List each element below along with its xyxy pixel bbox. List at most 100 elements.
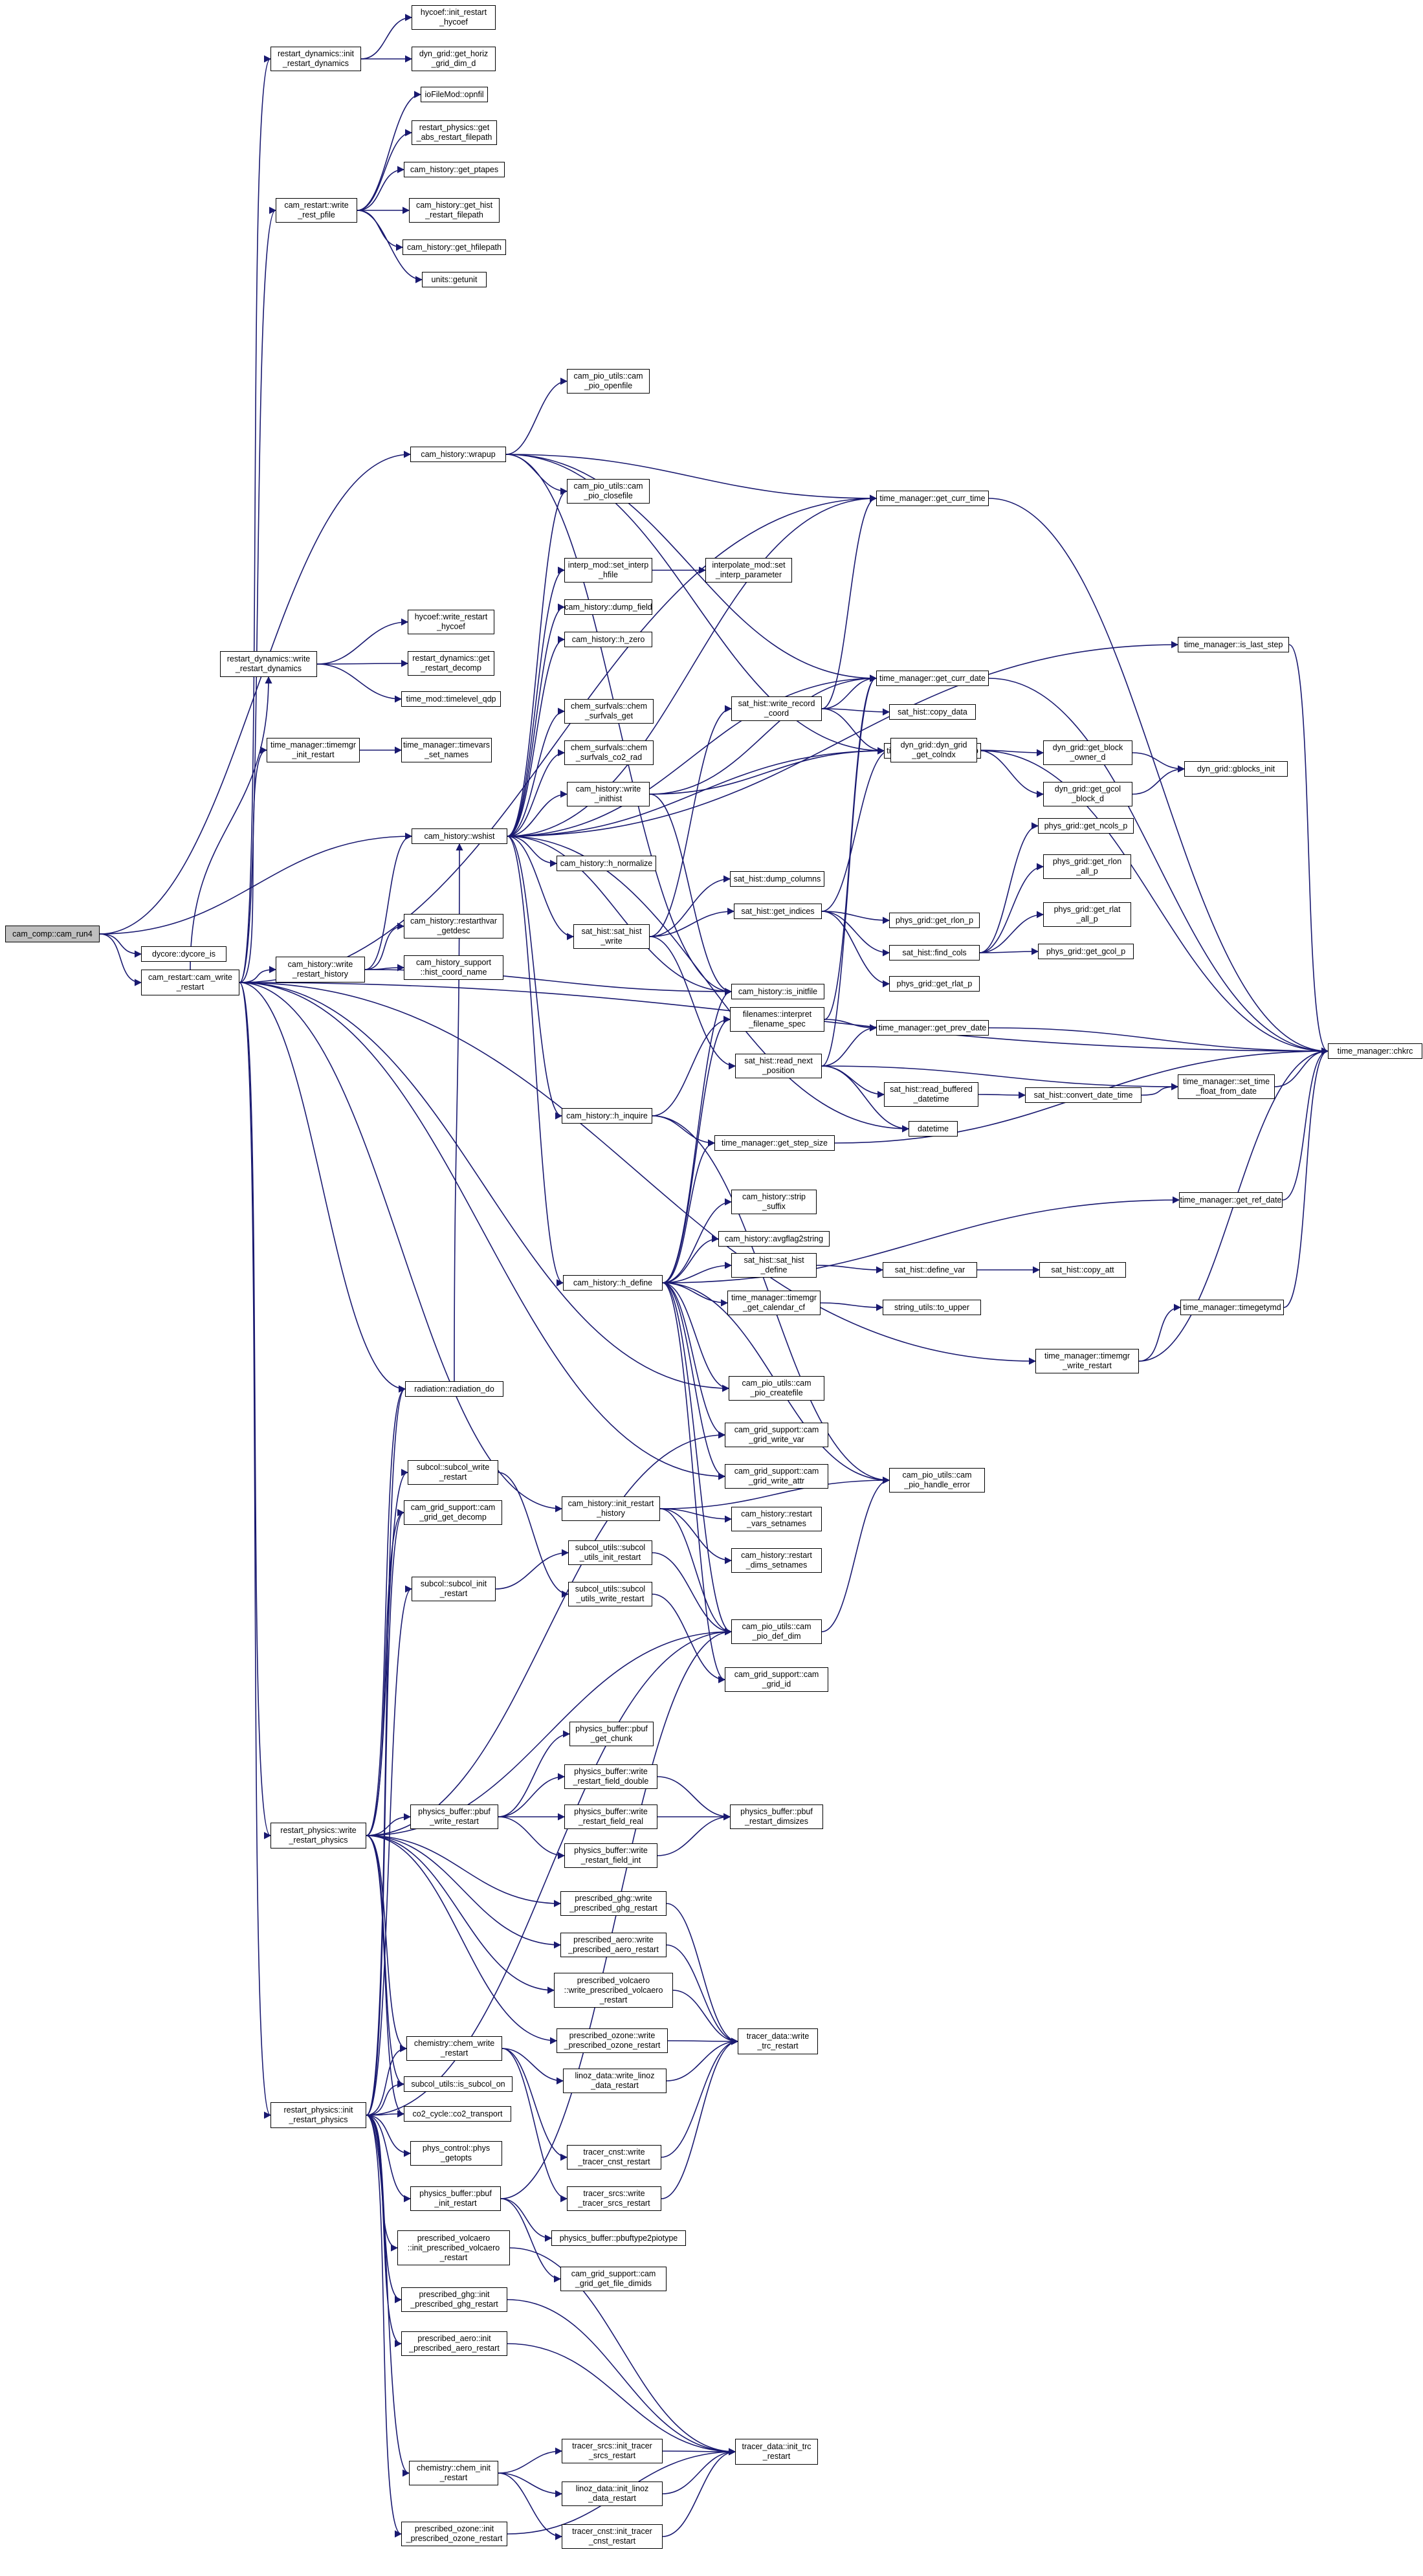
node-rp-init-restart-physics[interactable]: restart_physics::init _restart_physics <box>270 2102 366 2128</box>
node-chem-init-restart[interactable]: chemistry::chem_init _restart <box>409 2461 498 2485</box>
node-ch-wshist[interactable]: cam_history::wshist <box>412 828 507 844</box>
node-ch-h-zero[interactable]: cam_history::h_zero <box>564 632 652 647</box>
node-sh-sat-hist-define[interactable]: sat_hist::sat_hist _define <box>731 1253 817 1278</box>
node-pvolc-write-restart[interactable]: prescribed_volcaero ::write_prescribed_v… <box>554 1973 673 2008</box>
node-rd-write-restart-dynamics[interactable]: restart_dynamics::write _restart_dynamic… <box>220 651 317 677</box>
node-cpu-createfile[interactable]: cam_pio_utils::cam _pio_createfile <box>729 1376 824 1401</box>
node-datetime[interactable]: datetime <box>909 1121 958 1137</box>
node-ch-write-restart-history[interactable]: cam_history::write _restart_history <box>276 957 365 983</box>
node-sh-convert-date-time[interactable]: sat_hist::convert_date_time <box>1025 1087 1142 1103</box>
node-rd-get-restart-decomp[interactable]: restart_dynamics::get _restart_decomp <box>408 651 494 676</box>
node-pb-get-chunk[interactable]: physics_buffer::pbuf _get_chunk <box>569 1722 654 1746</box>
node-cgs-get-decomp[interactable]: cam_grid_support::cam _grid_get_decomp <box>404 1500 502 1525</box>
node-ch-is-initfile[interactable]: cam_history::is_initfile <box>731 984 824 999</box>
node-cam-run4[interactable]: cam_comp::cam_run4 <box>5 926 100 942</box>
node-tm-get-curr-time[interactable]: time_manager::get_curr_time <box>876 491 989 506</box>
node-tm-get-ref-date[interactable]: time_manager::get_ref_date <box>1179 1192 1283 1208</box>
node-rd-init-restart-dynamics[interactable]: restart_dynamics::init _restart_dynamics <box>270 47 361 71</box>
node-linoz-init-restart[interactable]: linoz_data::init_linoz _data_restart <box>562 2482 663 2506</box>
node-sh-define-var[interactable]: sat_hist::define_var <box>883 1262 977 1278</box>
node-ch-restart-dims-setnames[interactable]: cam_history::restart _dims_setnames <box>731 1548 822 1573</box>
node-chem-write-restart[interactable]: chemistry::chem_write _restart <box>406 2036 502 2061</box>
node-pghg-write-restart[interactable]: prescribed_ghg::write _prescribed_ghg_re… <box>560 1891 667 1916</box>
node-cam-write-restart[interactable]: cam_restart::cam_write _restart <box>141 970 239 995</box>
node-sh-copy-att[interactable]: sat_hist::copy_att <box>1039 1262 1126 1278</box>
node-pg-get-ncols-p[interactable]: phys_grid::get_ncols_p <box>1038 818 1134 834</box>
node-dyn-grid-get-horiz[interactable]: dyn_grid::get_horiz _grid_dim_d <box>412 47 496 71</box>
node-time-mod-timelevel-qdp[interactable]: time_mod::timelevel_qdp <box>401 691 501 707</box>
node-pb-pbuf-init-restart[interactable]: physics_buffer::pbuf _init_restart <box>410 2186 501 2211</box>
node-cpu-openfile[interactable]: cam_pio_utils::cam _pio_openfile <box>567 369 650 394</box>
node-ioFileMod-opnfil[interactable]: ioFileMod::opnfil <box>421 87 488 102</box>
node-sh-read-buffered-datetime[interactable]: sat_hist::read_buffered _datetime <box>884 1082 978 1107</box>
node-pvolc-init-restart[interactable]: prescribed_volcaero ::init_prescribed_vo… <box>397 2230 510 2265</box>
node-pg-get-rlon-all-p[interactable]: phys_grid::get_rlon _all_p <box>1043 854 1131 879</box>
node-ch-restart-vars-setnames[interactable]: cam_history::restart _vars_setnames <box>731 1507 822 1531</box>
node-linoz-write-restart[interactable]: linoz_data::write_linoz _data_restart <box>563 2069 667 2093</box>
node-write-rest-pfile[interactable]: cam_restart::write _rest_pfile <box>276 198 357 223</box>
node-su-subcol-utils-write-restart[interactable]: subcol_utils::subcol _utils_write_restar… <box>568 1582 652 1606</box>
node-pg-get-rlat-p[interactable]: phys_grid::get_rlat_p <box>889 976 980 992</box>
node-pb-write-restart-field-int[interactable]: physics_buffer::write _restart_field_int <box>564 1843 657 1868</box>
node-ch-h-inquire[interactable]: cam_history::h_inquire <box>562 1108 652 1124</box>
node-ch-init-restart-history[interactable]: cam_history::init_restart _history <box>562 1496 660 1521</box>
node-ch-write-inithist[interactable]: cam_history::write _inithist <box>567 782 650 806</box>
node-paero-init-restart[interactable]: prescribed_aero::init _prescribed_aero_r… <box>401 2331 507 2356</box>
node-interpolate-set-interp-parameter[interactable]: interpolate_mod::set _interp_parameter <box>705 558 792 583</box>
node-td-write-trc-restart[interactable]: tracer_data::write _trc_restart <box>738 2028 818 2054</box>
node-rp-write-restart-physics[interactable]: restart_physics::write _restart_physics <box>270 1823 366 1849</box>
node-dg-gblocks-init[interactable]: dyn_grid::gblocks_init <box>1184 761 1288 777</box>
node-sh-copy-data[interactable]: sat_hist::copy_data <box>889 704 976 720</box>
node-tm-timemgr-get-calendar-cf[interactable]: time_manager::timemgr _get_calendar_cf <box>727 1291 821 1315</box>
node-dycore-is[interactable]: dycore::dycore_is <box>141 946 226 962</box>
node-tm-get-curr-date[interactable]: time_manager::get_curr_date <box>876 671 989 686</box>
node-rad-radiation-do[interactable]: radiation::radiation_do <box>405 1381 503 1397</box>
node-dg-get-block-owner-d[interactable]: dyn_grid::get_block _owner_d <box>1043 740 1132 765</box>
node-csv-chem-surfvals-get[interactable]: chem_surfvals::chem _surfvals_get <box>564 699 654 724</box>
node-cgs-get-file-dimids[interactable]: cam_grid_support::cam _grid_get_file_dim… <box>560 2267 667 2291</box>
node-tm-is-last-step[interactable]: time_manager::is_last_step <box>1178 637 1289 652</box>
node-ch-strip-suffix[interactable]: cam_history::strip _suffix <box>731 1190 817 1214</box>
node-co2-cycle-co2-transport[interactable]: co2_cycle::co2_transport <box>404 2106 511 2122</box>
node-cpu-handle-error[interactable]: cam_pio_utils::cam _pio_handle_error <box>889 1468 985 1493</box>
node-hycoef-write-restart[interactable]: hycoef::write_restart _hycoef <box>408 610 494 634</box>
node-tm-get-prev-date[interactable]: time_manager::get_prev_date <box>876 1020 989 1036</box>
node-pg-get-gcol-p[interactable]: phys_grid::get_gcol_p <box>1038 944 1134 959</box>
node-cgs-grid-id[interactable]: cam_grid_support::cam _grid_id <box>725 1667 828 1692</box>
node-tm-timemgr-init-restart[interactable]: time_manager::timemgr _init_restart <box>267 738 360 762</box>
node-subcol-write-restart[interactable]: subcol::subcol_write _restart <box>408 1460 498 1485</box>
node-cpu-def-dim[interactable]: cam_pio_utils::cam _pio_def_dim <box>731 1619 822 1644</box>
node-tm-timegetymd[interactable]: time_manager::timegetymd <box>1180 1300 1284 1315</box>
node-ch-avgflag2string[interactable]: cam_history::avgflag2string <box>718 1231 830 1247</box>
node-pb-write-restart-field-real[interactable]: physics_buffer::write _restart_field_rea… <box>564 1804 657 1829</box>
node-sh-read-next-position[interactable]: sat_hist::read_next _position <box>735 1054 822 1078</box>
node-tm-timemgr-write-restart[interactable]: time_manager::timemgr _write_restart <box>1035 1349 1139 1373</box>
node-tsrcs-write-restart[interactable]: tracer_srcs::write _tracer_srcs_restart <box>567 2186 661 2211</box>
node-ch-support-hist-coord-name[interactable]: cam_history_support ::hist_coord_name <box>404 955 503 980</box>
node-tm-set-time-float-from-date[interactable]: time_manager::set_time _float_from_date <box>1178 1074 1275 1099</box>
node-tm-get-step-size[interactable]: time_manager::get_step_size <box>714 1135 835 1151</box>
node-dg-get-colndx[interactable]: dyn_grid::dyn_grid _get_colndx <box>890 738 977 762</box>
node-ch-wrapup[interactable]: cam_history::wrapup <box>410 447 506 462</box>
node-fn-interpret-filename-spec[interactable]: filenames::interpret _filename_spec <box>730 1007 824 1032</box>
node-pc-phys-getopts[interactable]: phys_control::phys _getopts <box>410 2141 502 2166</box>
node-pg-get-rlat-all-p[interactable]: phys_grid::get_rlat _all_p <box>1043 902 1131 927</box>
node-hycoef-init-restart[interactable]: hycoef::init_restart _hycoef <box>412 5 496 30</box>
node-interp-set-interp-hfile[interactable]: interp_mod::set_interp _hfile <box>564 558 652 583</box>
node-pb-write-restart-field-double[interactable]: physics_buffer::write _restart_field_dou… <box>564 1764 657 1789</box>
node-sh-dump-columns[interactable]: sat_hist::dump_columns <box>730 871 824 887</box>
node-tm-timevars-set-names[interactable]: time_manager::timevars _set_names <box>401 738 492 762</box>
node-sh-find-cols[interactable]: sat_hist::find_cols <box>889 945 980 960</box>
node-dg-get-gcol-block-d[interactable]: dyn_grid::get_gcol _block_d <box>1043 782 1132 806</box>
node-ch-get-hfilepath[interactable]: cam_history::get_hfilepath <box>403 239 506 255</box>
node-subcol-init-restart[interactable]: subcol::subcol_init _restart <box>412 1577 496 1601</box>
node-td-init-trc-restart[interactable]: tracer_data::init_trc _restart <box>735 2439 818 2465</box>
node-pghg-init-restart[interactable]: prescribed_ghg::init _prescribed_ghg_res… <box>401 2287 507 2312</box>
node-sh-get-indices[interactable]: sat_hist::get_indices <box>734 904 822 919</box>
node-sh-sat-hist-write[interactable]: sat_hist::sat_hist _write <box>573 924 650 949</box>
node-tsrcs-init-restart[interactable]: tracer_srcs::init_tracer _srcs_restart <box>562 2439 663 2463</box>
node-pozone-init-restart[interactable]: prescribed_ozone::init _prescribed_ozone… <box>401 2522 507 2546</box>
node-pozone-write-restart[interactable]: prescribed_ozone::write _prescribed_ozon… <box>557 2028 668 2053</box>
node-rp-get-abs-restart-filepath[interactable]: restart_physics::get _abs_restart_filepa… <box>412 120 497 145</box>
node-su-subcol-utils-init-restart[interactable]: subcol_utils::subcol _utils_init_restart <box>568 1540 652 1565</box>
